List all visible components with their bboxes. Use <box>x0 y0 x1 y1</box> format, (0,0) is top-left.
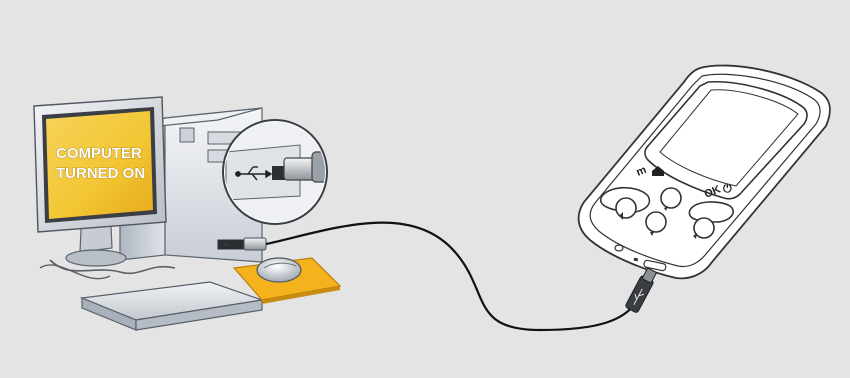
usb-port-zoom <box>222 120 336 224</box>
monitor: COMPUTER TURNED ON <box>34 97 166 232</box>
ok-button[interactable] <box>689 202 733 222</box>
keyboard <box>82 282 262 330</box>
left-button[interactable] <box>616 198 636 218</box>
computer-usb-plug: ⭠ <box>224 238 266 250</box>
headphone-jack <box>615 245 623 251</box>
portable-device: m OK ⏻ <box>579 65 830 278</box>
screen-text-line2: TURNED ON <box>56 165 145 182</box>
usb-icon: ⭠ <box>224 240 231 249</box>
screen-text-line1: COMPUTER <box>56 145 142 162</box>
mouse <box>257 258 301 282</box>
right-button[interactable] <box>694 218 714 238</box>
device-usb-plug <box>625 267 658 313</box>
up-button[interactable] <box>661 188 681 208</box>
computer: COMPUTER TURNED ON ⭠ <box>34 97 340 330</box>
power-icon: ⏻ <box>723 182 732 195</box>
down-button[interactable] <box>646 212 666 232</box>
